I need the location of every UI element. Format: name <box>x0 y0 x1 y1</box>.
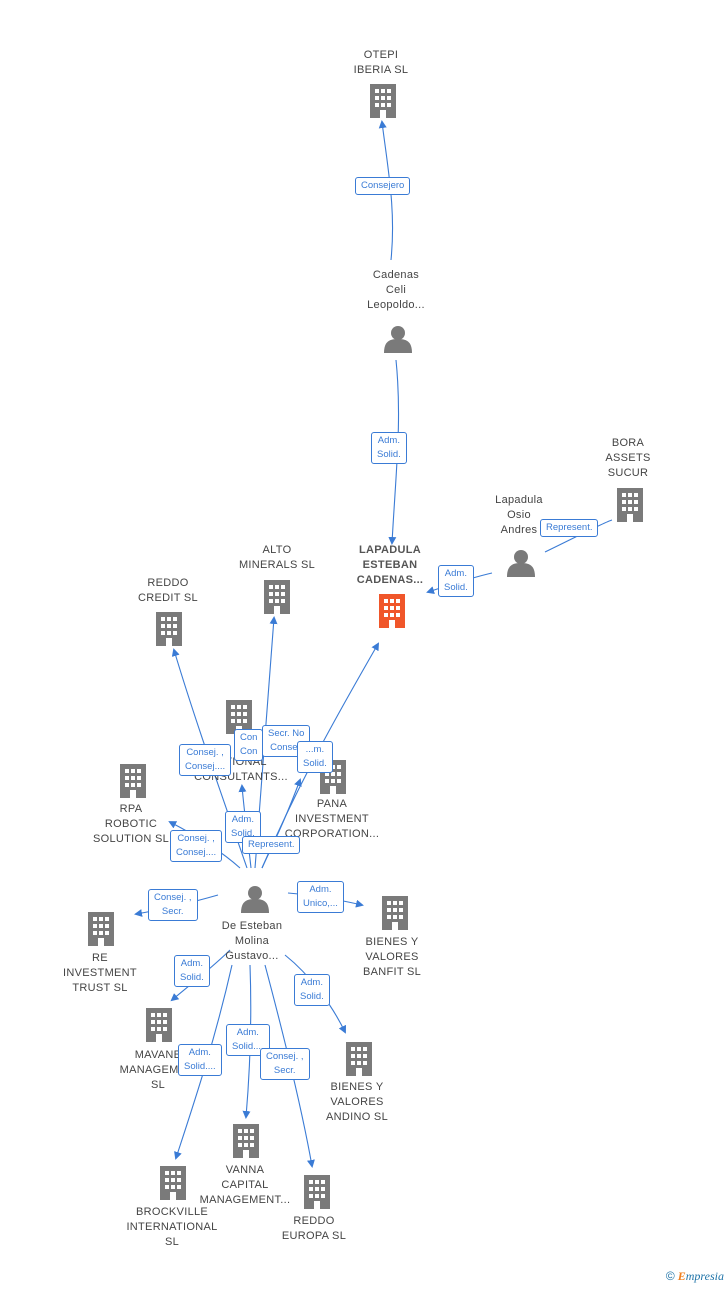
node-brockville-label[interactable]: BROCKVILLE INTERNATIONAL SL <box>126 1206 218 1248</box>
edge-label-consej-national[interactable]: Con Con <box>234 729 264 761</box>
reddo-credit-building-icon <box>156 612 182 646</box>
building-icons <box>88 84 643 1209</box>
node-pana-label[interactable]: PANA INVESTMENT CORPORATION... <box>284 798 380 840</box>
rpa-building-icon <box>120 764 146 798</box>
bora-building-icon <box>617 488 643 522</box>
empresia-brand[interactable]: © Empresia <box>666 1269 724 1284</box>
otepi-building-icon <box>370 84 396 118</box>
mavane-building-icon <box>146 1008 172 1042</box>
edge-label-adm-unico-banfit[interactable]: Adm. Unico,... <box>297 881 344 913</box>
node-de-esteban-label[interactable]: De Esteban Molina Gustavo... <box>221 920 283 962</box>
node-lapadula-osio-label[interactable]: Lapadula Osio Andres <box>495 494 543 536</box>
node-reddo-europa-label[interactable]: REDDO EUROPA SL <box>281 1215 347 1242</box>
brand-initial: E <box>677 1269 686 1283</box>
reddo-europa-building-icon <box>304 1175 330 1209</box>
edge-label-consejero[interactable]: Consejero <box>355 177 411 195</box>
brand-name: mpresia <box>685 1269 724 1283</box>
lapadula-osio-person-icon <box>507 550 535 577</box>
brockville-building-icon <box>160 1166 186 1200</box>
edge-label-consej-secr-reddo-europa[interactable]: Consej. , Secr. <box>260 1048 310 1080</box>
node-cadenas-celi-label[interactable]: Cadenas Celi Leopoldo... <box>367 269 425 311</box>
cadenas-celi-person-icon <box>384 326 412 353</box>
edge-label-adm-solid-osio[interactable]: Adm. Solid. <box>438 565 474 597</box>
node-lapadula-esteban-label[interactable]: LAPADULA ESTEBAN CADENAS... <box>356 544 424 586</box>
node-bienes-andino-label[interactable]: BIENES Y VALORES ANDINO SL <box>326 1081 388 1123</box>
vanna-building-icon <box>233 1124 259 1158</box>
node-alto-label[interactable]: ALTO MINERALS SL <box>238 544 316 571</box>
de-esteban-person-icon <box>241 886 269 913</box>
edge-label-consej-secr-re[interactable]: Consej. , Secr. <box>148 889 198 921</box>
node-reddo-credit-label[interactable]: REDDO CREDIT SL <box>138 577 198 604</box>
node-bienes-banfit-label[interactable]: BIENES Y VALORES BANFIT SL <box>362 936 422 978</box>
re-investment-building-icon <box>88 912 114 946</box>
edge-label-adm-solid-lapadula[interactable]: ...m. Solid. <box>297 741 333 773</box>
bienes-andino-building-icon <box>346 1042 372 1076</box>
lapadula-esteban-building-icon <box>379 594 405 628</box>
edge-label-consej-reddo-credit[interactable]: Consej. , Consej.... <box>179 744 232 776</box>
edge-label-consej-rpa[interactable]: Consej. , Consej.... <box>170 830 223 862</box>
node-rpa-label[interactable]: RPA ROBOTIC SOLUTION SL <box>92 803 170 845</box>
edge-label-adm-solid-brockville[interactable]: Adm. Solid.... <box>178 1044 222 1076</box>
node-vanna-label[interactable]: VANNA CAPITAL MANAGEMENT... <box>199 1164 291 1206</box>
edge-label-adm-solid-vanna[interactable]: Adm. Solid.... <box>226 1024 270 1056</box>
edge-de-esteban-pana <box>261 778 302 869</box>
edge-label-adm-solid-mavane[interactable]: Adm. Solid. <box>174 955 210 987</box>
node-otepi-label[interactable]: OTEPI IBERIA SL <box>353 49 409 76</box>
node-re-investment-label[interactable]: RE INVESTMENT TRUST SL <box>63 952 137 994</box>
edge-label-represent-pana[interactable]: Represent. <box>242 836 301 854</box>
edge-label-adm-solid-cadenas[interactable]: Adm. Solid. <box>371 432 407 464</box>
bienes-banfit-building-icon <box>382 896 408 930</box>
alto-building-icon <box>264 580 290 614</box>
copyright-symbol: © <box>665 1269 675 1283</box>
edge-label-adm-solid-andino[interactable]: Adm. Solid. <box>294 974 330 1006</box>
edge-label-represent-bora[interactable]: Represent. <box>540 519 599 537</box>
node-mavane-label[interactable]: MAVANE MANAGEME... SL <box>119 1049 197 1091</box>
node-bora-label[interactable]: BORA ASSETS SUCUR <box>605 437 651 479</box>
